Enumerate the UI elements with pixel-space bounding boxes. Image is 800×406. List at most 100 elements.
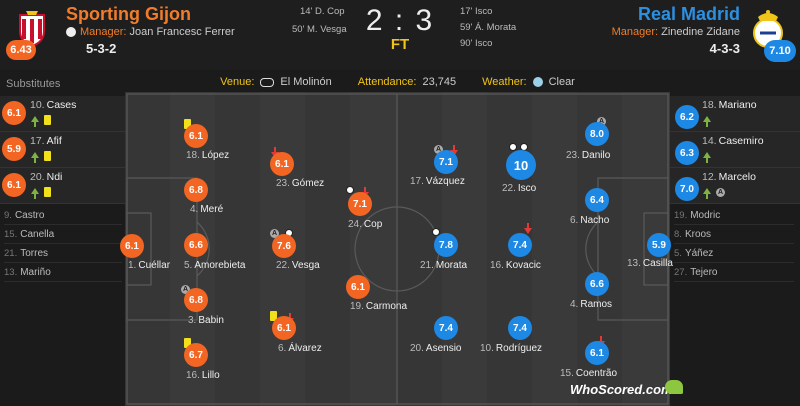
player-rating: 6.6: [585, 272, 609, 296]
player-rating: 6.8: [184, 288, 208, 312]
home-sub-unused[interactable]: 13.Mariño: [4, 263, 122, 282]
player-rating: 6.1: [120, 234, 144, 258]
player-rating: 10: [506, 150, 536, 180]
away-sub-unused[interactable]: 8.Kroos: [674, 225, 794, 244]
assist-icon: A: [270, 229, 279, 238]
player-name: 4.Meré: [190, 204, 224, 215]
player-rating: 7.6: [272, 234, 296, 258]
sub-in-icon: [31, 188, 39, 199]
yellow-card-icon: [44, 151, 51, 161]
player-rating: 7.8: [434, 233, 458, 257]
home-manager-name[interactable]: Joan Francesc Ferrer: [129, 26, 235, 38]
player-name: 19.Carmona: [350, 301, 408, 312]
player-rating: 6.1: [585, 341, 609, 365]
sub-rating: 6.3: [675, 141, 699, 165]
home-sub-unused[interactable]: 15.Canella: [4, 225, 122, 244]
away-goal-1: 17' Isco: [460, 6, 493, 17]
home-substitutes-panel: Substitutes 6.1 10.Cases 5.9 17.Afif 6.1…: [0, 70, 125, 406]
sub-rating: 6.2: [675, 105, 699, 129]
substitutes-title: Substitutes: [6, 78, 61, 90]
player-rating: 6.6: [184, 233, 208, 257]
goal-icon: [432, 228, 440, 236]
player-name: 10.Rodríguez: [480, 343, 543, 354]
player-name: 23.Danilo: [566, 150, 611, 161]
player-name: 18.López: [186, 150, 230, 161]
home-sub-afif[interactable]: 5.9 17.Afif: [0, 132, 125, 168]
match-header: 6.43 Sporting Gijon Manager: Joan France…: [0, 0, 800, 70]
player-name: 21.Morata: [420, 260, 468, 271]
venue: El Molinón: [280, 76, 332, 88]
player-name: 20.Asensio: [410, 343, 462, 354]
attendance: 23,745: [422, 76, 457, 88]
goal-icon: [346, 186, 354, 194]
away-sub-casemiro[interactable]: 6.3 14.Casemiro: [670, 132, 800, 168]
yellow-card-icon: [184, 119, 191, 129]
away-sub-unused[interactable]: 5.Yáñez: [674, 244, 794, 263]
player-name: 5.Amorebieta: [184, 260, 246, 271]
player-name: 22.Vesga: [276, 260, 320, 271]
whoscored-logo[interactable]: WhoScored.com: [570, 382, 673, 397]
weather: Clear: [548, 76, 575, 88]
sub-rating: 5.9: [2, 137, 26, 161]
player-name: 6.Álvarez: [278, 343, 322, 354]
sub-name: 14.Casemiro: [702, 135, 764, 147]
player-name: 6.Nacho: [570, 215, 610, 226]
player-rating: 6.1: [346, 275, 370, 299]
player-name: 15.Coentrão: [560, 368, 618, 379]
player-rating: 6.8: [184, 178, 208, 202]
stadium-icon: [260, 77, 275, 87]
assist-icon: A: [434, 145, 443, 154]
sub-in-icon: [703, 188, 711, 199]
player-rating: 6.4: [585, 188, 609, 212]
home-sub-unused[interactable]: 9.Castro: [4, 206, 122, 225]
away-sub-unused[interactable]: 19.Modric: [674, 206, 794, 225]
player-name: 4.Ramos: [570, 299, 613, 310]
yellow-card-icon: [44, 115, 51, 125]
home-sub-cases[interactable]: 6.1 10.Cases: [0, 96, 125, 132]
player-name: 22.Isco: [502, 183, 537, 194]
assist-icon: A: [716, 188, 725, 197]
match-info-bar: Venue: El Molinón Attendance: 23,745 Wea…: [220, 76, 575, 88]
player-name: 24.Cop: [348, 219, 383, 230]
sub-in-icon: [31, 152, 39, 163]
home-goal-2: 50' M. Vesga: [292, 24, 347, 35]
away-goal-2: 59' Á. Morata: [460, 22, 517, 33]
manager-icon: [66, 27, 76, 38]
away-sub-marcelo[interactable]: 7.0 12.Marcelo A: [670, 168, 800, 204]
score: 2 : 3: [365, 4, 435, 37]
yellow-card-icon: [270, 311, 277, 321]
home-manager: Manager: Joan Francesc Ferrer: [66, 26, 235, 38]
goal-icon: [509, 143, 517, 151]
player-rating: 7.4: [508, 233, 532, 257]
home-formation: 5-3-2: [86, 41, 117, 56]
yellow-card-icon: [184, 338, 191, 348]
player-rating: 7.4: [434, 316, 458, 340]
player-rating: 6.1: [270, 152, 294, 176]
player-name: 13.Casilla: [627, 258, 673, 269]
home-sub-unused[interactable]: 21.Torres: [4, 244, 122, 263]
sub-rating: 7.0: [675, 177, 699, 201]
sub-in-icon: [703, 152, 711, 163]
sub-name: 12.Marcelo: [702, 171, 756, 183]
player-name: 16.Kovacic: [490, 260, 541, 271]
away-sub-mariano[interactable]: 6.2 18.Mariano: [670, 96, 800, 132]
player-rating: 6.1: [272, 316, 296, 340]
away-team-rating: 7.10: [764, 40, 796, 62]
away-goal-3: 90' Isco: [460, 38, 493, 49]
player-rating: 7.4: [508, 316, 532, 340]
player-rating: 6.1: [184, 124, 208, 148]
whoscored-logo-icon: [665, 380, 683, 394]
home-sub-ndi[interactable]: 6.1 20.Ndi: [0, 168, 125, 204]
away-substitutes-panel: 6.2 18.Mariano 6.3 14.Casemiro 7.0 12.Ma…: [670, 70, 800, 406]
player-name: 23.Gómez: [276, 178, 325, 189]
away-team-name[interactable]: Real Madrid: [637, 4, 740, 24]
home-team-name[interactable]: Sporting Gijon: [66, 4, 191, 24]
away-sub-unused[interactable]: 27.Tejero: [674, 263, 794, 282]
player-name: 17.Vázquez: [410, 176, 465, 187]
weather-icon: [532, 77, 543, 87]
away-manager: Manager: Zinedine Zidane: [611, 26, 740, 38]
away-manager-name[interactable]: Zinedine Zidane: [661, 26, 740, 38]
player-rating: 8.0: [585, 122, 609, 146]
assist-icon: A: [181, 285, 190, 294]
assist-icon: A: [597, 117, 606, 126]
